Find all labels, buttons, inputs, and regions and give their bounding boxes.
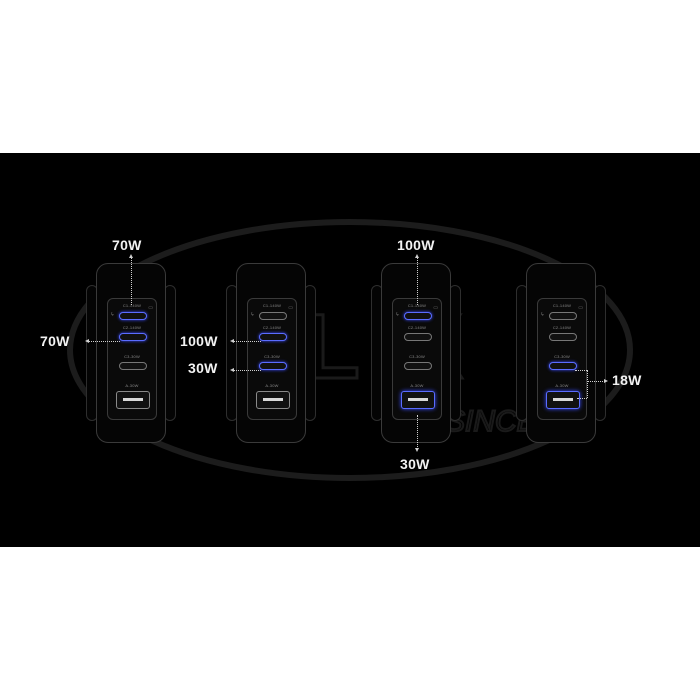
port-c3	[404, 362, 432, 370]
label-a: A-30W	[410, 383, 424, 388]
port-panel: C1-140W ϟ ▭ C2-140W C3-30W A-30W	[392, 298, 442, 420]
label-c3: C3-30W	[554, 354, 570, 359]
charger-body: C1-140W ϟ ▭ C2-140W C3-30W A-30W	[526, 263, 596, 443]
label-a: A-30W	[555, 383, 569, 388]
label-c2: C2-140W	[407, 325, 427, 330]
label-c3: C3-30W	[264, 354, 280, 359]
laptop-icon: ▭	[578, 305, 583, 311]
label-c3: C3-30W	[124, 354, 140, 359]
port-c1	[119, 312, 147, 320]
port-c3	[259, 362, 287, 370]
label-c1: C1-140W	[262, 303, 282, 308]
port-panel: C1-140W ϟ ▭ C2-140W C3-30W A-30W	[247, 298, 297, 420]
charger-config-3: C1-140W ϟ ▭ C2-140W C3-30W A-30W	[371, 263, 461, 443]
watts-c2: 100W	[180, 333, 218, 349]
bolt-icon: ϟ	[251, 312, 254, 318]
label-c1: C1-140W	[122, 303, 142, 308]
port-c3	[119, 362, 147, 370]
charger-body: C1-140W ϟ ▭ C2-140W C3-30W A-30W	[96, 263, 166, 443]
label-c2: C2-140W	[552, 325, 572, 330]
bolt-icon: ϟ	[541, 312, 544, 318]
laptop-icon: ▭	[148, 305, 153, 311]
bolt-icon: ϟ	[111, 312, 114, 318]
charger-config-4: C1-140W ϟ ▭ C2-140W C3-30W A-30W	[516, 263, 606, 443]
watts-c1: 70W	[112, 237, 142, 253]
charger-config-1: C1-140W ϟ ▭ C2-140W C3-30W A-30W	[86, 263, 176, 443]
port-panel: C1-140W ϟ ▭ C2-140W C3-30W A-30W	[537, 298, 587, 420]
bolt-icon: ϟ	[396, 312, 399, 318]
port-c2	[259, 333, 287, 341]
label-c2: C2-140W	[262, 325, 282, 330]
label-c3: C3-30W	[409, 354, 425, 359]
port-a	[401, 391, 435, 409]
port-c1	[549, 312, 577, 320]
product-image: ALIX SINCE 19.. C1-140W ϟ ▭ C2-140W C3-3…	[0, 153, 700, 547]
watts-c3-a: 18W	[612, 372, 642, 388]
port-c1	[404, 312, 432, 320]
label-c1: C1-140W	[552, 303, 572, 308]
watts-c2: 70W	[40, 333, 70, 349]
laptop-icon: ▭	[433, 305, 438, 311]
laptop-icon: ▭	[288, 305, 293, 311]
port-panel: C1-140W ϟ ▭ C2-140W C3-30W A-30W	[107, 298, 157, 420]
port-a	[116, 391, 150, 409]
label-a: A-30W	[265, 383, 279, 388]
port-c3	[549, 362, 577, 370]
port-c2	[119, 333, 147, 341]
port-c2	[404, 333, 432, 341]
watts-c1: 100W	[397, 237, 435, 253]
watts-c3: 30W	[188, 360, 218, 376]
port-c2	[549, 333, 577, 341]
port-a	[256, 391, 290, 409]
charger-config-2: C1-140W ϟ ▭ C2-140W C3-30W A-30W	[226, 263, 316, 443]
label-c1: C1-140W	[407, 303, 427, 308]
charger-body: C1-140W ϟ ▭ C2-140W C3-30W A-30W	[381, 263, 451, 443]
watts-a: 30W	[400, 456, 430, 472]
label-c2: C2-140W	[122, 325, 142, 330]
label-a: A-30W	[125, 383, 139, 388]
port-c1	[259, 312, 287, 320]
port-a	[546, 391, 580, 409]
charger-body: C1-140W ϟ ▭ C2-140W C3-30W A-30W	[236, 263, 306, 443]
